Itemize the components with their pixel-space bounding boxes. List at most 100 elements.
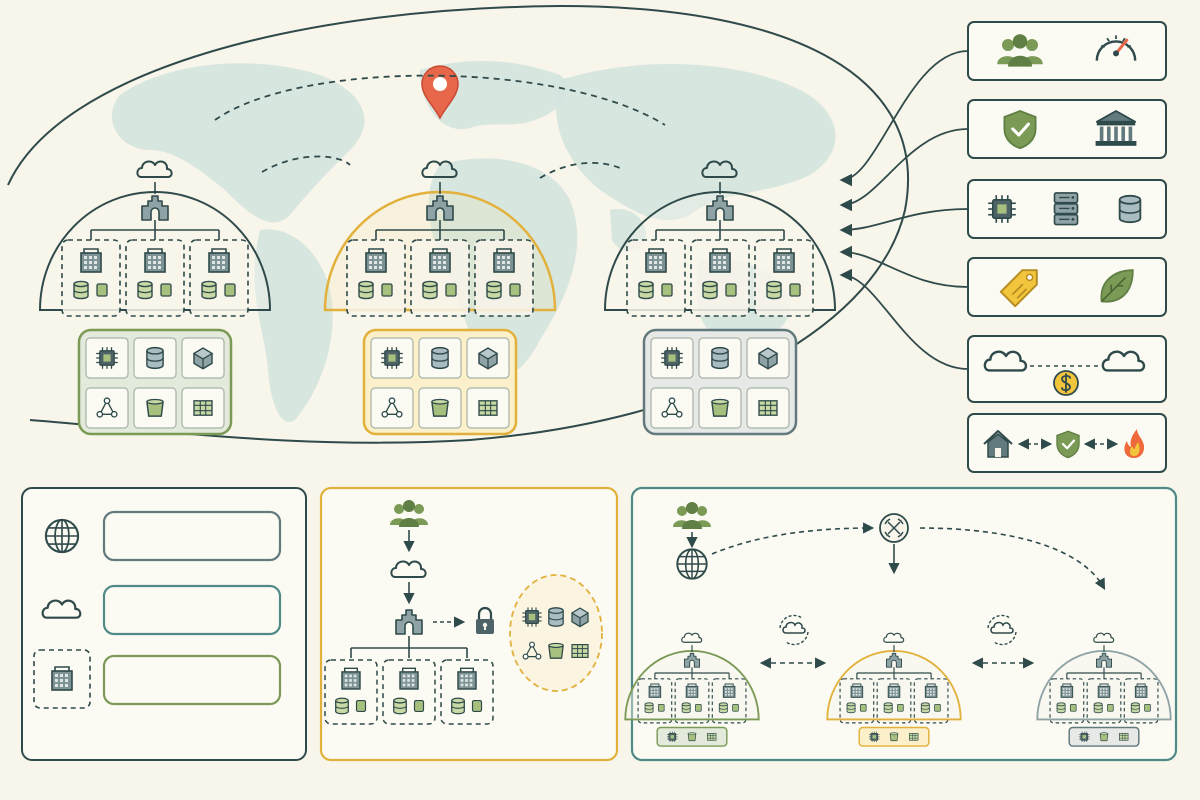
criteria-card-cost-sustainability[interactable] [967,257,1167,317]
small-db-icon [137,280,153,300]
legend-item-availability-zone[interactable] [33,649,282,709]
legend-item-global[interactable] [44,510,282,562]
availability-zone[interactable] [626,239,686,317]
chip-icon [667,731,678,743]
cube-icon [192,347,214,370]
cloud-icon [41,599,82,619]
small-db-icon [766,280,782,300]
gateway-icon [1095,652,1113,668]
chip-icon [869,731,880,743]
small-db-icon [486,280,502,300]
database-icon [548,607,564,627]
criteria-connector [839,128,969,212]
mini-region[interactable] [1036,632,1172,747]
bucket-icon [548,642,564,659]
gateway-icon [426,195,454,221]
availability-zone[interactable] [125,239,185,317]
criteria-card-compliance[interactable] [967,99,1167,159]
mini-region[interactable] [826,632,962,747]
private-services-cluster[interactable] [509,574,603,692]
region-center [323,160,557,436]
availability-zone[interactable] [754,239,814,317]
small-db-icon [422,280,438,300]
cloud-icon [390,560,427,578]
service-grid[interactable] [642,328,798,436]
database-icon [431,346,449,370]
availability-zone[interactable] [189,239,249,317]
small-db-icon [201,280,217,300]
building-icon [1134,683,1148,698]
service-grid[interactable] [362,328,518,436]
table-icon [707,732,717,741]
availability-zone[interactable] [690,239,750,317]
cloud-icon [421,160,458,178]
small-db-icon [702,280,718,300]
world-map [7,4,910,444]
service-tile [650,387,694,429]
small-db-icon [644,702,654,714]
small-disk-icon [1144,703,1151,712]
criteria-card-data-transfer-cost[interactable] [967,335,1167,403]
availability-zone [1123,678,1159,724]
users-icon [390,500,428,527]
cloud-icon [1093,632,1115,643]
availability-zone[interactable] [440,659,494,725]
pin-icon [421,65,459,120]
criteria-card-capacity[interactable] [967,179,1167,239]
building-icon [850,683,864,698]
inter-region-link [214,74,666,126]
building-icon [887,683,901,698]
gateway-icon [885,652,903,668]
chip-icon [96,347,118,369]
gateway-icon [683,652,701,668]
small-disk-icon [934,703,941,712]
availability-zone [913,678,949,724]
criteria-connector [839,50,969,187]
small-disk-icon [96,283,108,297]
bucket-icon [687,732,697,742]
flame-icon [1124,429,1145,458]
criteria-card-disaster-recovery[interactable] [967,413,1167,473]
service-tile [85,387,129,429]
small-disk-icon [1069,703,1077,712]
small-disk-icon [160,283,172,297]
building-icon [429,248,451,273]
building-icon [1097,683,1111,698]
small-db-icon [718,702,728,714]
building-icon [722,683,736,698]
dollar-coin-icon [1053,370,1079,396]
legend-item-region[interactable] [41,584,282,636]
criteria-connector [839,208,969,237]
database-icon [1118,194,1142,224]
small-db-icon [73,280,89,300]
criteria-card-users-latency[interactable] [967,21,1167,81]
service-grid[interactable] [77,328,233,436]
chip-icon [661,347,683,369]
small-db-icon [638,280,654,300]
bucket-icon [711,398,729,417]
building-icon [645,248,667,273]
sync-cloud-icon [779,614,809,646]
availability-zone[interactable] [346,239,406,317]
availability-zone[interactable] [324,659,378,725]
bucket-icon [889,732,899,742]
server-icon [1053,192,1079,226]
mini-service-bar [656,726,728,747]
cube-icon [477,347,499,370]
building-icon [924,683,938,698]
availability-zone[interactable] [382,659,436,725]
chip-icon [381,347,403,369]
building-icon [648,683,662,698]
availability-zone[interactable] [474,239,534,317]
building-icon [1060,683,1074,698]
availability-zone[interactable] [410,239,470,317]
mini-region[interactable] [624,632,760,747]
small-db-icon [846,702,856,714]
building-icon [493,248,515,273]
building-icon [709,248,731,273]
availability-zone[interactable] [61,239,121,317]
cube-icon [757,347,779,370]
bucket-icon [1099,732,1109,742]
chip-icon [1079,731,1090,743]
